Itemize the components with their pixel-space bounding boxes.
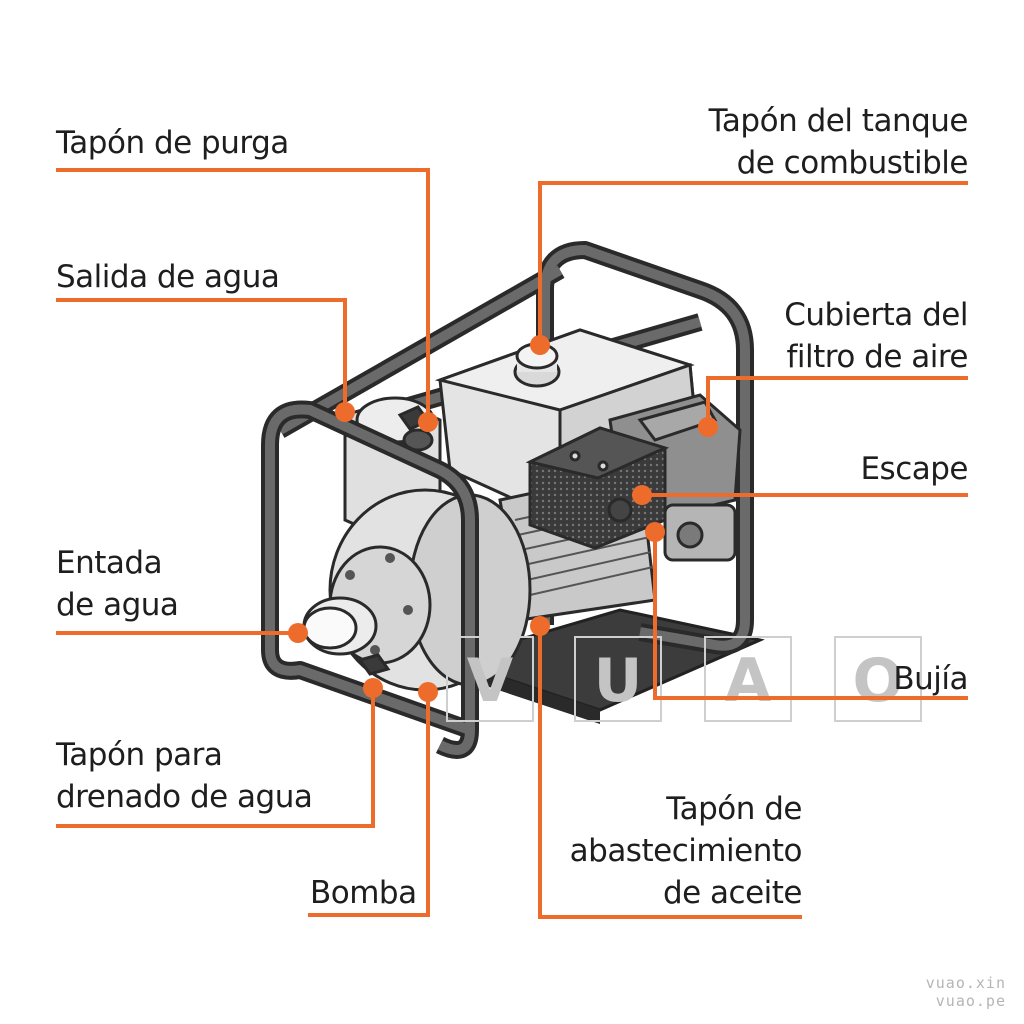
label-bomba: Bomba	[310, 872, 417, 914]
label-escape-text: Escape	[860, 451, 968, 487]
watermark-site: vuao.xin vuao.pe	[926, 974, 1006, 1010]
watermark-box-a: A	[704, 636, 792, 722]
callout-dot-filtro	[698, 417, 718, 437]
callout-dot-bujia	[645, 522, 665, 542]
label-bomba-text: Bomba	[310, 875, 417, 911]
callout-dot-tanque	[530, 335, 550, 355]
leader-cubierta-filtro	[706, 376, 968, 425]
engine	[434, 328, 742, 622]
label-tapon-tanque-line2: de combustible	[736, 145, 969, 181]
label-tapon-aceite-line1: Tapón de	[666, 791, 802, 827]
leader-bujia	[653, 532, 968, 700]
leader-tapon-aceite	[538, 626, 802, 919]
callout-dot-drenado	[363, 678, 383, 698]
leader-salida-agua	[56, 298, 347, 410]
leader-tapon-purga	[56, 168, 430, 420]
watermark-site-1: vuao.xin	[925, 974, 1006, 992]
label-tapon-aceite: Tapón de abastecimiento de aceite	[569, 788, 803, 914]
callout-dot-aceite	[530, 616, 550, 636]
label-salida-agua-text: Salida de agua	[56, 259, 280, 295]
label-tapon-aceite-line2: abastecimiento	[569, 833, 803, 869]
watermark-box-v: V	[446, 636, 534, 722]
label-tapon-aceite-line3: de aceite	[662, 875, 803, 911]
callout-dot-bomba	[418, 682, 438, 702]
label-cubierta-filtro-line2: filtro de aire	[786, 339, 968, 375]
label-entrada-agua-line2: de agua	[56, 587, 179, 623]
leader-tapon-tanque	[538, 181, 968, 343]
label-tapon-purga-text: Tapón de purga	[56, 125, 289, 161]
label-tapon-drenado-line2: drenado de agua	[56, 779, 313, 815]
watermark-box-u: U	[574, 636, 662, 722]
watermark-box-o: O	[834, 636, 922, 722]
label-salida-agua: Salida de agua	[56, 256, 280, 298]
label-tapon-tanque-line1: Tapón del tanque	[708, 103, 969, 139]
callout-dot-purga	[418, 412, 438, 432]
label-tapon-tanque: Tapón del tanque de combustible	[708, 100, 969, 184]
label-tapon-purga: Tapón de purga	[56, 122, 289, 164]
callout-dot-salida	[335, 402, 355, 422]
label-bujia: Bujía	[893, 658, 968, 700]
label-escape: Escape	[860, 448, 968, 490]
callout-dot-escape	[632, 485, 652, 505]
label-entrada-agua-line1: Entada	[56, 545, 163, 581]
label-bujia-text: Bujía	[893, 661, 968, 697]
label-cubierta-filtro-line1: Cubierta del	[784, 297, 968, 333]
label-tapon-drenado-line1: Tapón para	[56, 737, 223, 773]
watermark-site-2: vuao.pe	[935, 992, 1006, 1010]
label-tapon-drenado: Tapón para drenado de agua	[56, 734, 313, 818]
label-entrada-agua: Entada de agua	[56, 542, 179, 626]
leader-bomba	[308, 692, 430, 917]
leader-tapon-drenado	[56, 688, 375, 828]
callout-dot-entrada	[288, 623, 308, 643]
label-cubierta-filtro: Cubierta del filtro de aire	[784, 294, 968, 378]
